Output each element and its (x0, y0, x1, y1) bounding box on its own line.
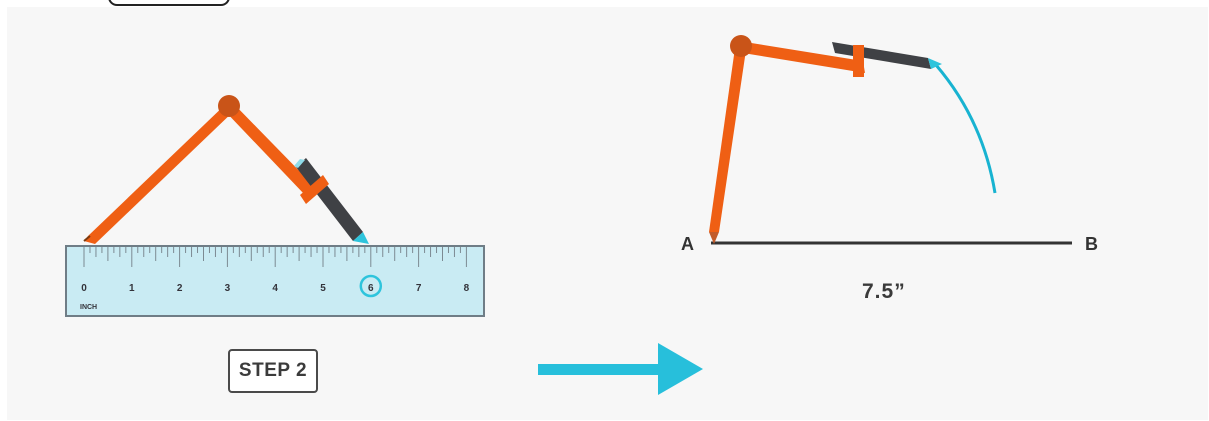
ruler-tick-marks (83, 247, 467, 267)
arrow-right-icon (538, 343, 703, 395)
point-a-label: A (681, 234, 694, 254)
arrow-head (658, 343, 703, 395)
compass-pencil-body (296, 158, 363, 241)
point-b-label: B (1085, 234, 1098, 254)
segment-length-label: 7.5” (862, 280, 906, 303)
compass-pencil-clamp (300, 175, 329, 204)
ruler-tick-label: 2 (177, 283, 183, 294)
compass-right-leg (222, 101, 314, 195)
compass-needle (709, 232, 719, 244)
compass-hinge (730, 35, 752, 57)
compass-vertical-leg (709, 48, 746, 232)
compass-icon (709, 35, 942, 244)
ruler-tick-label: 6 (368, 283, 374, 294)
arrow-shaft (538, 364, 662, 375)
ruler-tick-labels: 0 1 2 3 4 5 6 7 8 (81, 283, 469, 294)
ruler-unit-label: INCH (80, 304, 97, 311)
compass-pencil-cap (294, 159, 305, 168)
diagram-panel (7, 7, 1208, 420)
ruler-tick-label: 1 (129, 283, 135, 294)
ruler-tick-label: 8 (464, 283, 470, 294)
compass-pencil-tip (928, 58, 942, 69)
compass-left-leg (84, 101, 236, 244)
highlighted-tick-circle (359, 274, 383, 298)
compass-needle (83, 235, 91, 242)
compass-hinge (218, 95, 240, 117)
ruler-tick-label: 4 (272, 283, 278, 294)
compass-pencil-clamp (853, 45, 864, 77)
ruler-tick-label: 7 (416, 283, 422, 294)
ruler-tick-label: 0 (81, 283, 87, 294)
ruler-tick-label: 3 (225, 283, 231, 294)
ruler: 0 1 2 3 4 5 6 7 8 INCH (65, 245, 485, 317)
step-label: STEP 2 (228, 349, 318, 393)
ruler-tick-label: 5 (320, 283, 326, 294)
drawn-arc (934, 64, 997, 194)
compass-pencil-tip (353, 232, 369, 244)
compass-arm (739, 41, 865, 73)
compass-icon (83, 95, 369, 244)
